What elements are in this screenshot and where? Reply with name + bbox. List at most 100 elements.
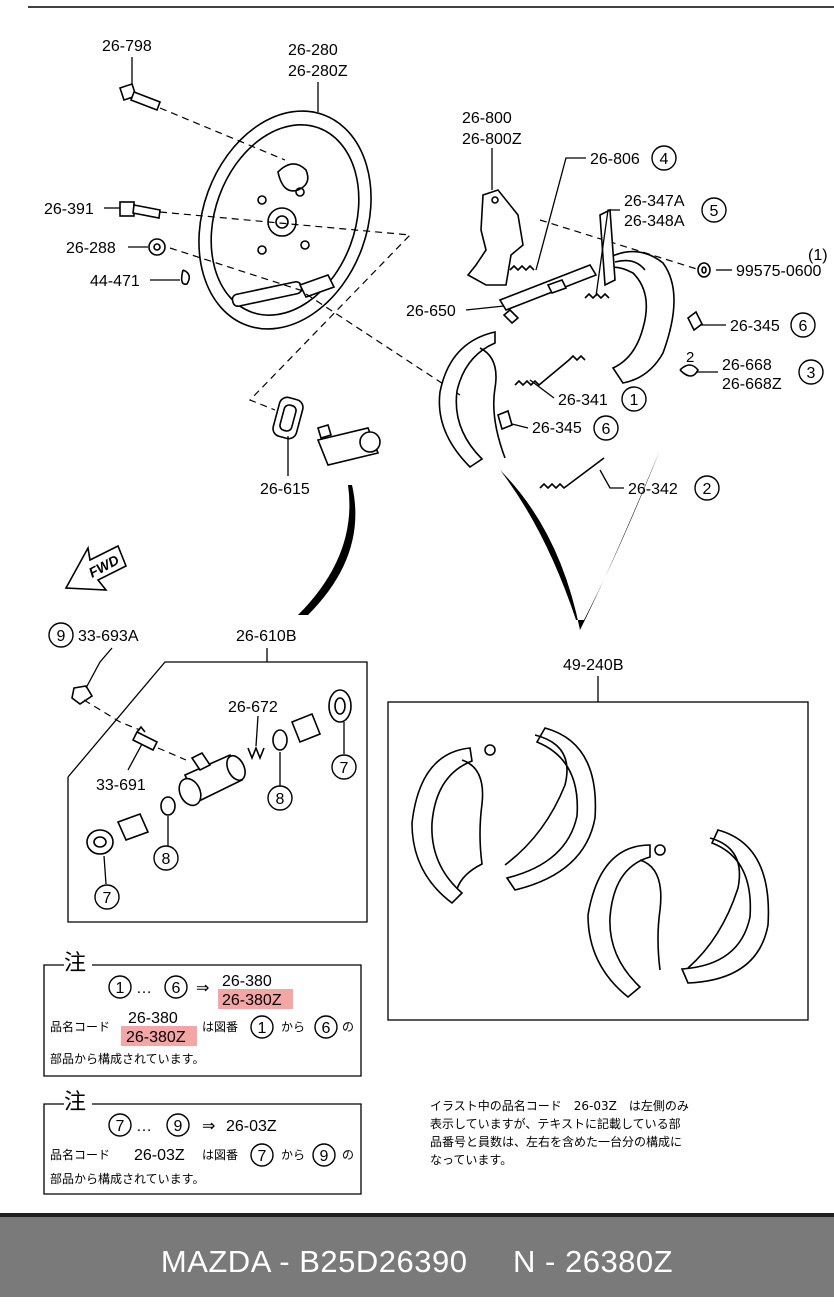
- piston-cup-drawing: [160, 729, 288, 816]
- cylinder-kit-frame: [67, 661, 368, 923]
- footer-bar: MAZDA - B25D26390 N - 26380Z: [0, 1213, 834, 1297]
- label-49-240b: 49-240B: [563, 657, 624, 674]
- callout-1: 1: [621, 386, 647, 412]
- svg-text:9: 9: [320, 1148, 329, 1165]
- gasket-26-615-drawing: [272, 396, 304, 440]
- side-note-line4: なっています。: [430, 1153, 512, 1167]
- leader-line: [599, 469, 624, 489]
- note1-code: 26-380: [222, 973, 272, 990]
- highlight: [121, 1026, 197, 1046]
- guide-line: [157, 747, 187, 761]
- svg-text:4: 4: [660, 151, 669, 168]
- leader-line: [127, 743, 143, 771]
- callout-8: 8: [153, 845, 179, 871]
- label-26-341: 26-341: [558, 392, 608, 409]
- shoe-set-lower-right-drawing: [680, 829, 770, 984]
- boot-drawing: [86, 689, 352, 855]
- footer-part-numbers: MAZDA - B25D26390 N - 26380Z: [160, 1244, 674, 1279]
- callout-7: 7: [94, 884, 120, 910]
- note2-row2-code: 26-03Z: [134, 1147, 185, 1164]
- leader-line: [465, 305, 505, 311]
- pointer-arrow: [298, 485, 356, 615]
- note1-heading: 注: [64, 951, 86, 976]
- label-26-280: 26-280: [288, 42, 338, 59]
- note1-row2-kara: から: [281, 1020, 305, 1034]
- label-26-345-left: 26-345: [532, 420, 582, 437]
- bolt-26-798-drawing: [118, 82, 162, 112]
- leader-line: [103, 855, 107, 885]
- side-note: イラスト中の品名コード 26-03Z は左側のみ 表示していますが、テキストに記…: [430, 1098, 689, 1167]
- qty-label: (1): [808, 247, 828, 264]
- label-99575-0600: 99575-0600: [736, 263, 822, 280]
- guide-line: [169, 247, 461, 396]
- svg-text:6: 6: [799, 318, 808, 335]
- wheel-cylinder-body-drawing: [178, 751, 246, 807]
- note1-row2-no: の: [342, 1020, 354, 1034]
- note1-row2-code-z: 26-380Z: [126, 1029, 186, 1046]
- svg-text:6: 6: [602, 421, 611, 438]
- note1-code-z: 26-380Z: [222, 992, 282, 1009]
- callout-3: 3: [798, 359, 824, 385]
- adjuster-drawing: [599, 208, 616, 287]
- note1-arrow: ⇒: [196, 980, 209, 997]
- callout-9: 9: [48, 622, 74, 648]
- clip-26-345-left-drawing: [497, 409, 513, 431]
- fwd-arrow: FWD: [64, 544, 128, 591]
- label-33-691: 33-691: [96, 777, 146, 794]
- note2-row2-no: の: [342, 1148, 354, 1162]
- svg-text:7: 7: [116, 1118, 125, 1135]
- svg-text:1: 1: [116, 980, 125, 997]
- parts-diagram: FWD: [28, 6, 834, 1195]
- label-26-798: 26-798: [102, 38, 152, 55]
- note-box-2: 注 7 … 9 ⇒ 26-03Z 品名コード 26-03Z は図番 7 から 9…: [43, 1090, 362, 1195]
- side-note-line3: 品番号と員数は、左右を含めた一台分の構成に: [430, 1134, 682, 1149]
- side-note-line2: 表示していますが、テキストに記載している部: [430, 1116, 681, 1131]
- svg-text:2: 2: [703, 481, 712, 498]
- clip-44-471-drawing: [180, 269, 191, 286]
- label-26-650: 26-650: [406, 303, 456, 320]
- note2-heading: 注: [64, 1090, 86, 1115]
- label-26-288: 26-288: [66, 240, 116, 257]
- label-26-806: 26-806: [590, 151, 640, 168]
- spring-drawing: [584, 292, 610, 300]
- label-26-610b: 26-610B: [236, 628, 297, 645]
- leader-line: [85, 647, 113, 689]
- shoe-set-upper-right-drawing: [504, 727, 597, 891]
- label-33-693a: 33-693A: [78, 628, 139, 645]
- wheel-cylinder-small-drawing: [316, 424, 381, 466]
- svg-text:1: 1: [630, 392, 639, 409]
- highlight: [218, 989, 293, 1009]
- svg-text:1: 1: [258, 1020, 267, 1037]
- spring-26-672-drawing: [247, 745, 265, 761]
- guide-line: [83, 699, 141, 731]
- callout-8: 8: [267, 785, 293, 811]
- brake-shoe-left-drawing: [438, 331, 506, 469]
- callout-6: 6: [593, 415, 619, 441]
- svg-text:9: 9: [174, 1118, 183, 1135]
- svg-text:6: 6: [322, 1020, 331, 1037]
- leader-line: [529, 379, 555, 399]
- callout-2: 2: [694, 475, 720, 501]
- svg-text:6: 6: [172, 980, 181, 997]
- note2-row2-kara: から: [281, 1148, 305, 1162]
- backing-plate-drawing: [198, 110, 372, 330]
- label-26-348a: 26-348A: [624, 213, 685, 230]
- note1-dots: …: [136, 980, 152, 997]
- clip-26-345-right-drawing: [686, 310, 704, 332]
- cap-33-693a-drawing: [71, 685, 94, 705]
- parking-lever-drawing: [466, 189, 524, 286]
- svg-text:7: 7: [340, 760, 349, 777]
- guide-line: [539, 219, 701, 271]
- svg-text:3: 3: [807, 365, 816, 382]
- note2-arrow: ⇒: [202, 1118, 215, 1135]
- bolt-26-391-drawing: [119, 201, 161, 219]
- label-two: 2: [686, 349, 694, 366]
- svg-text:7: 7: [103, 890, 112, 907]
- note2-row2-mid: は図番: [202, 1148, 238, 1162]
- label-26-672: 26-672: [228, 699, 278, 716]
- label-26-347a: 26-347A: [624, 193, 685, 210]
- label-44-471: 44-471: [90, 273, 140, 290]
- shoe-set-upper-left-drawing: [411, 744, 496, 905]
- label-26-800: 26-800: [462, 110, 512, 127]
- label-26-668: 26-668: [722, 357, 772, 374]
